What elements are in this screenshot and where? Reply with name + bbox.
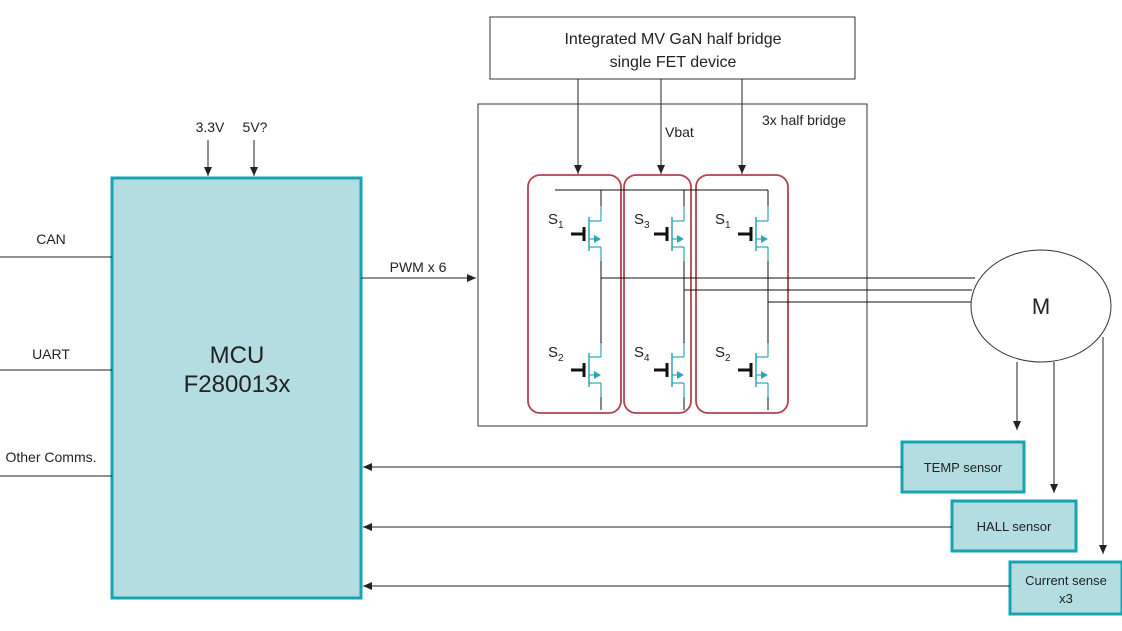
high-side-fet-s1-phase3	[736, 204, 770, 263]
gan-device-title-line1: Integrated MV GaN half bridge	[564, 31, 781, 48]
phase-group-1	[527, 174, 622, 414]
current-sense-count: x3	[1059, 591, 1073, 606]
gan-device-arrows	[574, 79, 746, 174]
s2-label: S2	[548, 344, 564, 364]
s1-phase3-label: S1	[715, 211, 731, 231]
phase-groups	[527, 174, 789, 414]
switch-labels: S1 S3 S1 S2 S4 S2	[548, 211, 731, 364]
sensor-feedback-arrows	[363, 463, 1010, 590]
phase-output-lines	[600, 261, 975, 410]
mcu-part-number: F280013x	[184, 371, 291, 398]
gan-device-box: Integrated MV GaN half bridge single FET…	[489, 16, 856, 80]
can-label: CAN	[36, 231, 66, 247]
current-sense-block: Current sense x3	[1008, 560, 1122, 616]
hall-sensor-block: HALL sensor	[950, 499, 1078, 553]
low-side-fet-s2-phase3	[736, 340, 770, 399]
s1-label: S1	[548, 211, 564, 231]
phase-group-3	[695, 174, 789, 414]
vbat-rail	[555, 189, 769, 207]
temp-sensor-label: TEMP sensor	[924, 460, 1003, 475]
mcu-block: MCU F280013x	[110, 176, 363, 600]
vbat-label: Vbat	[665, 124, 694, 140]
low-side-fet-s2	[569, 340, 603, 399]
motor-label: M	[1032, 294, 1050, 319]
high-side-fet-s3	[652, 204, 686, 263]
uart-label: UART	[32, 346, 70, 362]
other-comms-label: Other Comms.	[5, 449, 96, 465]
s2-phase3-label: S2	[715, 344, 731, 364]
high-side-fet-s1	[569, 204, 603, 263]
current-sense-label: Current sense	[1025, 573, 1107, 588]
phase-group-2	[623, 174, 692, 414]
supply-3v3-label: 3.3V	[196, 119, 225, 135]
half-bridge-title: 3x half bridge	[762, 112, 846, 128]
s3-label: S3	[634, 211, 650, 231]
half-bridge-box: Vbat 3x half bridge	[477, 103, 868, 427]
low-side-fet-s4	[652, 340, 686, 399]
motor: M	[970, 249, 1112, 363]
gan-device-title-line2: single FET device	[610, 54, 737, 71]
mcu-label: MCU	[210, 342, 265, 369]
s4-label: S4	[634, 344, 650, 364]
pwm-label: PWM x 6	[390, 259, 447, 275]
hall-sensor-label: HALL sensor	[977, 519, 1052, 534]
supply-5v-label: 5V?	[243, 119, 268, 135]
temp-sensor-block: TEMP sensor	[900, 440, 1026, 494]
motor-sensor-arrows	[1013, 337, 1107, 554]
comm-interfaces: CAN UART Other Comms.	[0, 231, 112, 477]
